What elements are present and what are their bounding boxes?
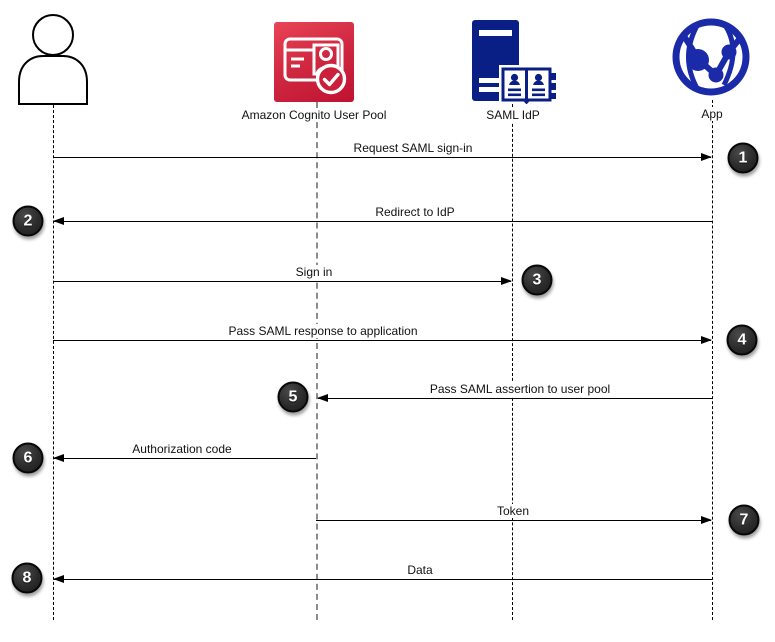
message-label-6: Authorization code [129, 442, 235, 456]
message-label-3: Sign in [292, 265, 336, 279]
step-badge-3: 3 [521, 264, 553, 296]
message-arrow-4 [53, 335, 712, 344]
message-arrow-3 [53, 276, 512, 285]
step-badge-8: 8 [11, 562, 43, 594]
actor-label-saml-idp: SAML IdP [483, 108, 543, 122]
message-arrow-5 [317, 393, 712, 402]
message-arrow-6 [53, 453, 316, 462]
message-label-4: Pass SAML response to application [225, 324, 421, 338]
person-icon [16, 8, 90, 110]
message-label-8: Data [404, 563, 436, 577]
message-label-1: Request SAML sign-in [350, 141, 476, 155]
lifeline-user [53, 105, 54, 620]
message-arrow-8 [53, 574, 712, 583]
message-label-2: Redirect to IdP [372, 205, 458, 219]
message-label-7: Token [493, 504, 533, 518]
lifeline-cognito [316, 102, 318, 620]
server-directory-icon [468, 18, 558, 109]
step-badge-2: 2 [12, 205, 44, 237]
message-label-5: Pass SAML assertion to user pool [426, 382, 614, 396]
step-badge-1: 1 [727, 142, 759, 174]
lifeline-saml-idp [512, 104, 513, 620]
message-arrow-2 [53, 216, 712, 225]
step-badge-7: 7 [728, 504, 760, 536]
step-badge-5: 5 [277, 381, 309, 413]
message-arrow-1 [53, 152, 712, 161]
lifeline-app [712, 100, 713, 620]
globe-network-icon [668, 14, 754, 105]
step-badge-6: 6 [12, 442, 44, 474]
actor-label-app: App [698, 107, 726, 121]
cognito-id-card-icon [274, 22, 354, 102]
message-arrow-7 [316, 515, 712, 524]
actor-label-cognito: Amazon Cognito User Pool [238, 108, 390, 122]
step-badge-4: 4 [726, 324, 758, 356]
